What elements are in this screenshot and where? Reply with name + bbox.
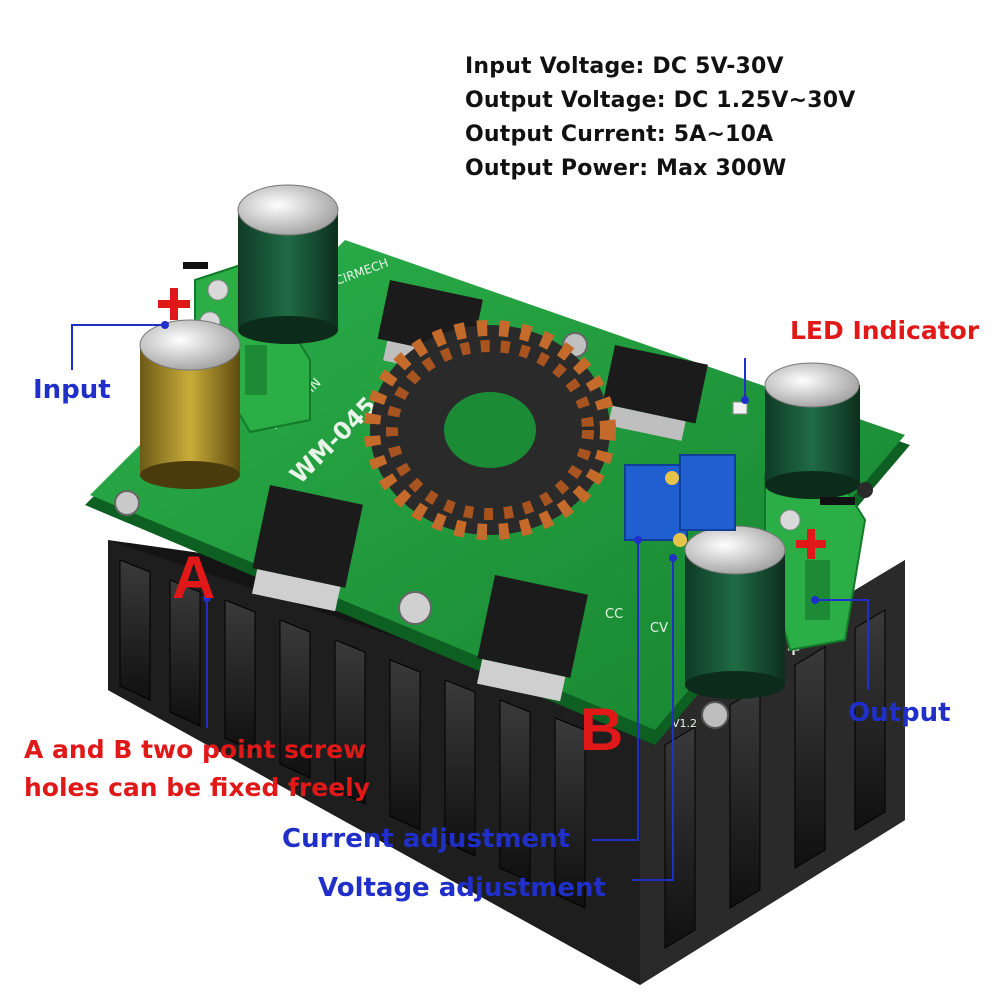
toroidal-inductor — [364, 320, 616, 540]
screw-note-line1: A and B two point screw — [24, 735, 367, 764]
led-indicator-label: LED Indicator — [790, 316, 980, 345]
spec-output-voltage: Output Voltage: DC 1.25V~30V — [465, 88, 856, 113]
voltage-adjustment-label: Voltage adjustment — [318, 873, 606, 903]
capacitor-output-top — [764, 362, 860, 499]
screw-left — [114, 490, 140, 516]
heatsink — [108, 540, 905, 985]
spec-output-current: Output Current: 5A~10A — [465, 122, 774, 147]
screw-right — [701, 701, 729, 729]
screw-note-line2: holes can be fixed freely — [24, 773, 371, 802]
cc-mark: CC — [605, 607, 623, 622]
capacitor-input-top — [237, 184, 339, 344]
version-mark: V1.2 — [672, 717, 697, 730]
led-indicator — [732, 401, 748, 415]
current-adjustment-label: Current adjustment — [282, 824, 571, 854]
point-a-label: A — [172, 544, 216, 611]
cv-mark: CV — [650, 621, 668, 636]
capacitor-input-gold — [139, 319, 241, 489]
callout-lines — [71, 324, 869, 881]
voltage-callout-line — [632, 558, 674, 881]
potentiometer-voltage — [673, 454, 736, 547]
spec-input-voltage: Input Voltage: DC 5V-30V — [465, 54, 784, 79]
capacitor-output-bottom — [684, 525, 786, 699]
output-plus-mark-red — [796, 529, 826, 559]
screw-center — [398, 591, 432, 625]
output-label: Output — [848, 698, 951, 728]
input-callout-line — [71, 324, 165, 370]
spec-output-power: Output Power: Max 300W — [465, 156, 787, 181]
input-label: Input — [33, 375, 111, 405]
input-plus-mark — [158, 288, 190, 320]
point-b-label: B — [580, 696, 624, 763]
callout-dots — [161, 321, 819, 604]
screw-hole-right — [857, 482, 873, 498]
potentiometer-current — [624, 464, 688, 541]
output-minus-mark — [820, 497, 855, 505]
input-minus-mark — [183, 262, 208, 269]
current-callout-line — [592, 540, 639, 841]
output-callout-line — [815, 599, 869, 690]
